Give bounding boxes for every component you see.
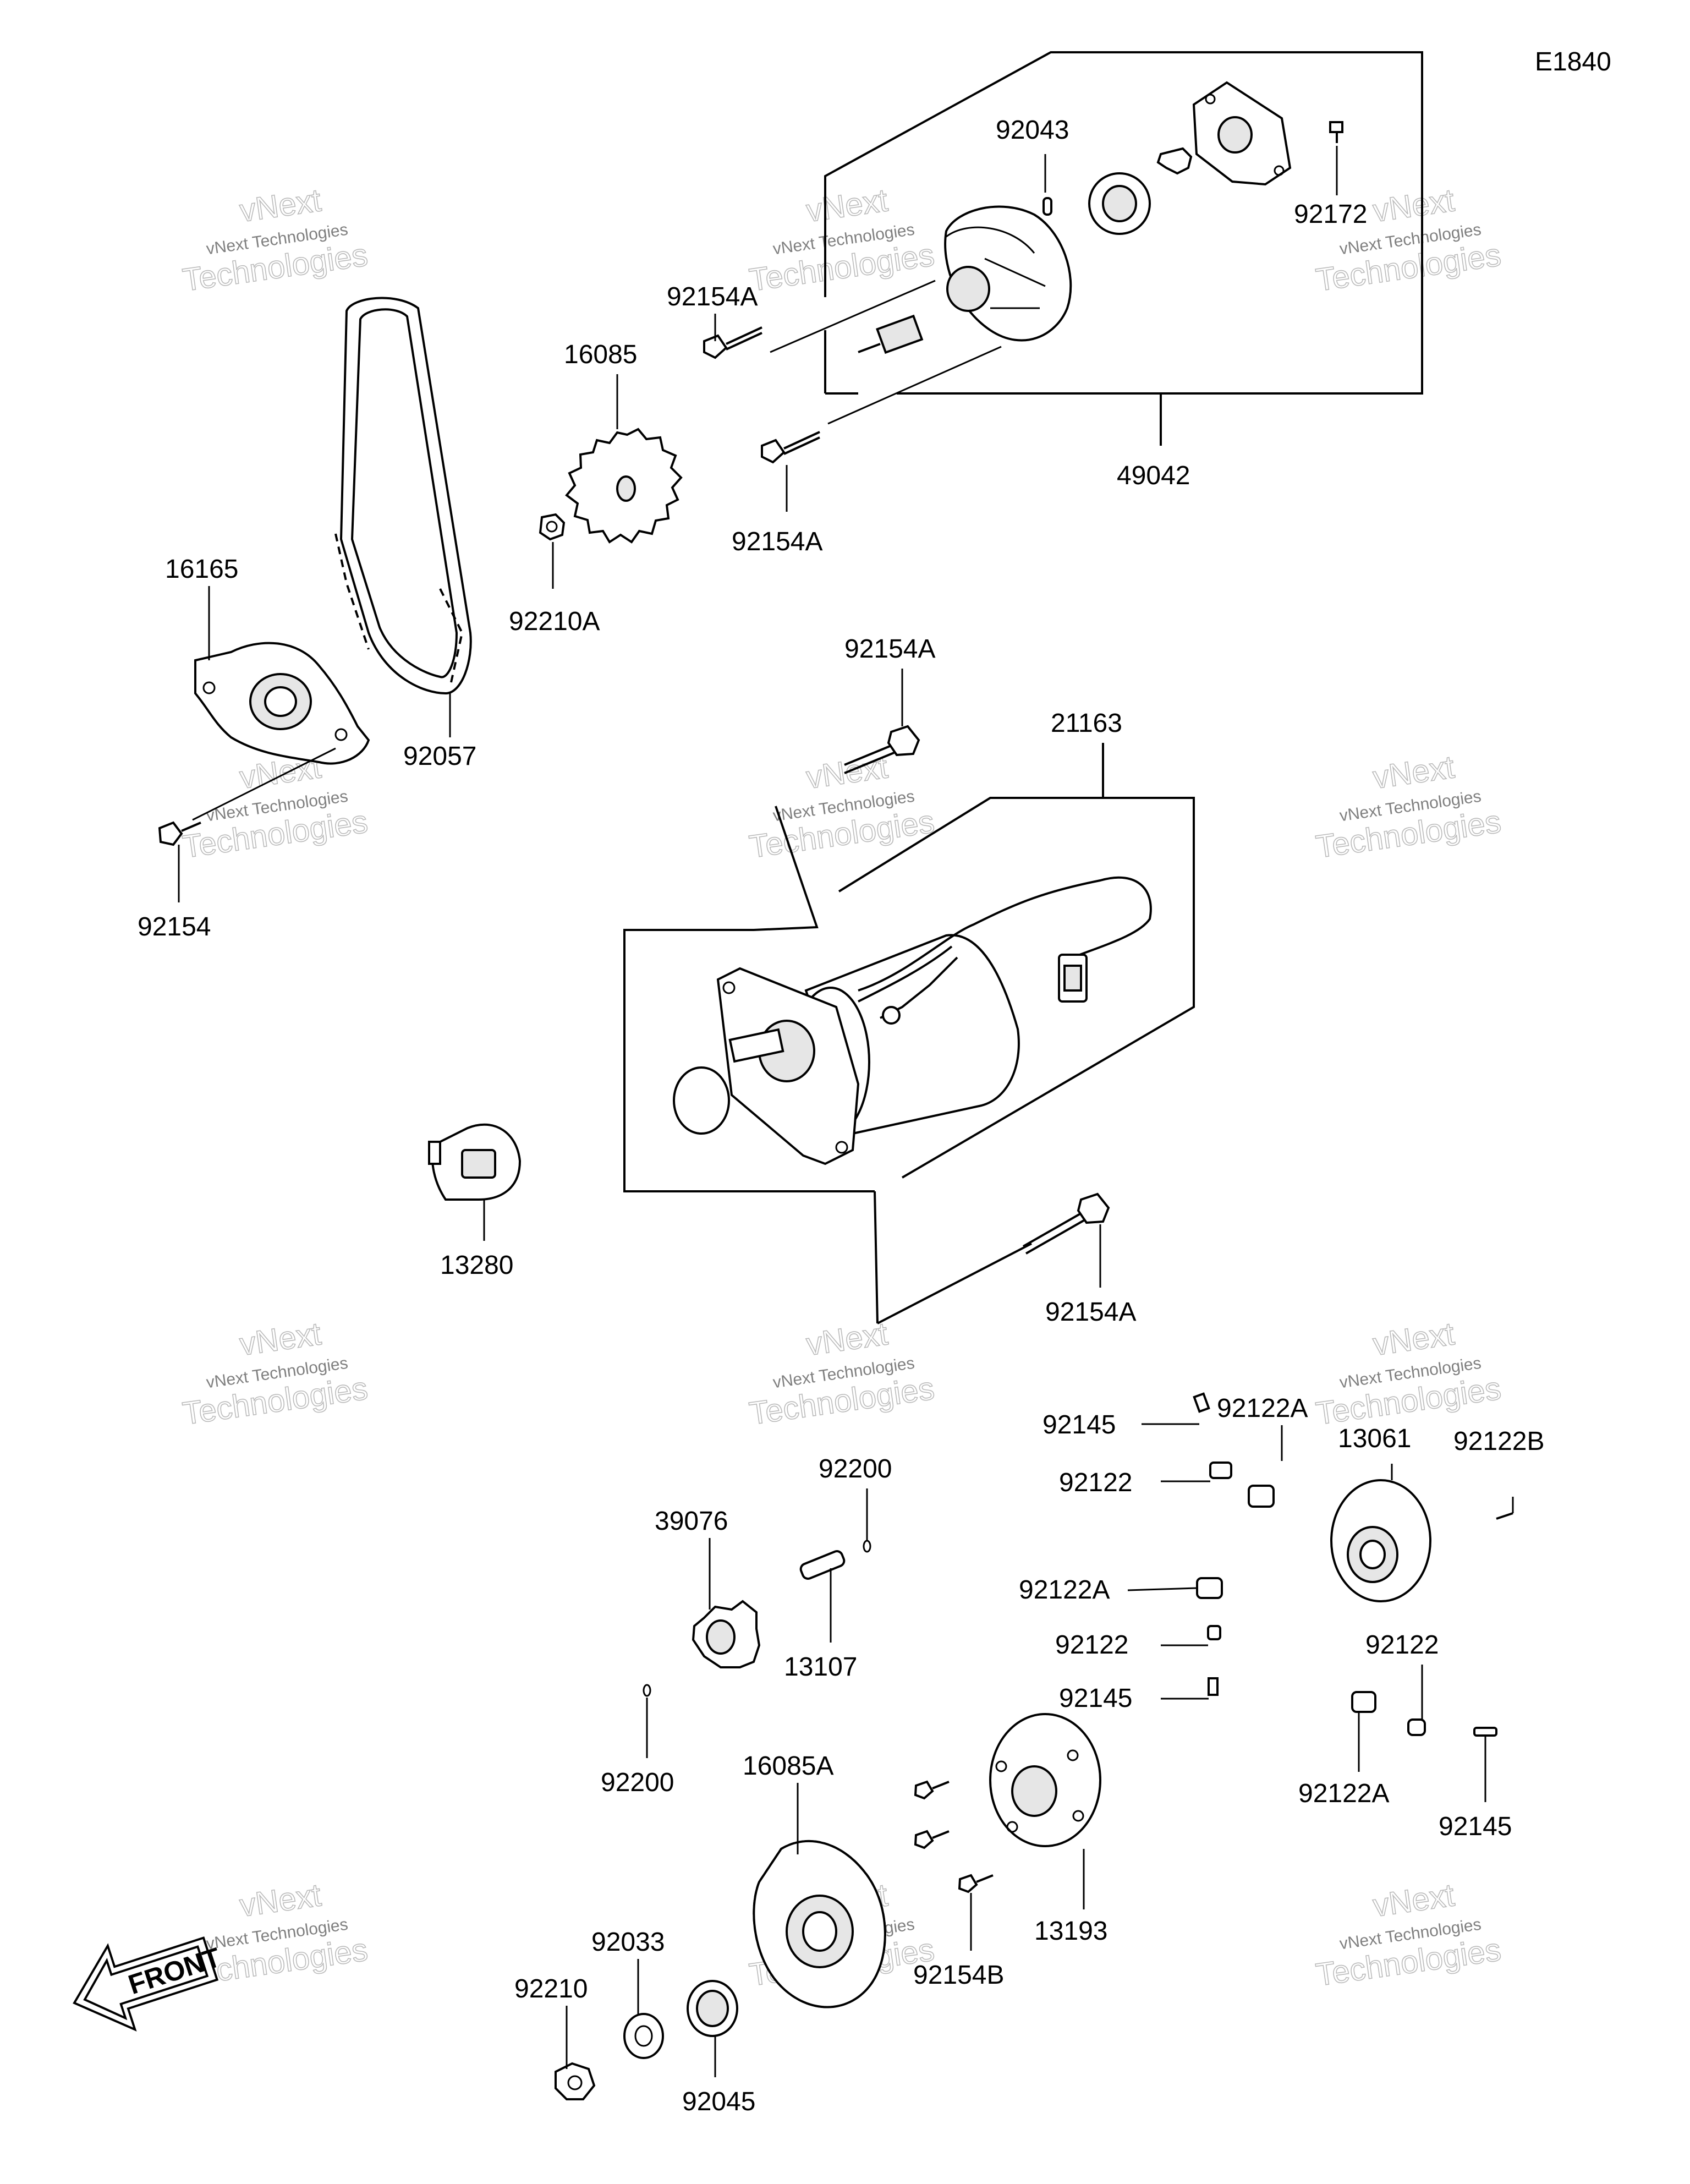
svg-text:vNext: vNext xyxy=(238,1316,323,1362)
idler-shaft-13107 xyxy=(799,1550,846,1580)
watermark-8: vNext vNext Technologies Technologies xyxy=(747,1315,937,1432)
o-ring xyxy=(673,1066,730,1135)
callout-92122A-top: 92122A xyxy=(1217,1394,1308,1423)
leader-shaft xyxy=(770,280,936,353)
callout-92154A-starter-bottom: 92154A xyxy=(1045,1298,1137,1327)
dowel-pin-92043 xyxy=(1042,197,1052,216)
callout-92145-top: 92145 xyxy=(1042,1410,1116,1439)
watermark-2: vNext vNext Technologies Technologies xyxy=(747,182,937,298)
callout-13280: 13280 xyxy=(440,1251,513,1280)
watermark-9: vNext vNext Technologies Technologies xyxy=(1313,1315,1504,1432)
relay-13280 xyxy=(428,1123,522,1201)
pump-housing xyxy=(944,205,1072,342)
rollers-and-springs xyxy=(1193,1392,1513,1737)
callout-92154B: 92154B xyxy=(913,1961,1005,1990)
callout-16085: 16085 xyxy=(564,340,637,369)
callout-16165: 16165 xyxy=(165,555,238,584)
bolt-92154A-starter-top xyxy=(844,725,920,774)
starter-cable xyxy=(858,876,1152,1025)
circlip-92200-top xyxy=(863,1540,871,1553)
pump-shaft xyxy=(858,314,924,354)
callout-92154A-pump-mid: 92154A xyxy=(732,527,823,556)
svg-text:vNext: vNext xyxy=(238,182,323,229)
nut-92210 xyxy=(555,2062,596,2100)
callout-13061: 13061 xyxy=(1338,1424,1411,1453)
sprocket-16085 xyxy=(565,428,683,544)
callout-92210A: 92210A xyxy=(509,607,600,636)
callout-92122-top: 92122 xyxy=(1059,1468,1132,1497)
bolt-92154A-mid xyxy=(761,431,820,464)
callout-92122A-bottom: 92122A xyxy=(1298,1779,1390,1808)
callout-92043: 92043 xyxy=(996,116,1069,145)
callout-92122-right: 92122 xyxy=(1365,1630,1439,1660)
callout-13193: 13193 xyxy=(1034,1917,1107,1946)
watermark-7: vNext vNext Technologies Technologies xyxy=(180,1315,370,1432)
callout-92200-top: 92200 xyxy=(819,1454,892,1484)
pump-inner-rotor xyxy=(1156,147,1193,175)
starter-frame-21163 xyxy=(623,743,1195,1324)
callout-92045: 92045 xyxy=(682,2087,755,2116)
callout-92210: 92210 xyxy=(514,1974,588,2004)
bolts-92154B xyxy=(914,1780,994,1893)
bolt-92154A-top xyxy=(703,326,762,359)
nut-92210A xyxy=(539,513,566,541)
pump-cover xyxy=(1192,81,1292,186)
callout-92154A-pump-top: 92154A xyxy=(667,282,758,311)
callout-92122B: 92122B xyxy=(1453,1427,1545,1456)
svg-text:vNext: vNext xyxy=(1371,1316,1457,1362)
watermark-6: vNext vNext Technologies Technologies xyxy=(1313,748,1504,865)
callout-labels: 92043 92172 92154A 49042 16085 92154A 16… xyxy=(138,116,1545,2116)
chain-92057 xyxy=(334,297,472,695)
callout-92145-bottom: 92145 xyxy=(1439,1812,1512,1841)
bearing-92045 xyxy=(687,1980,738,2037)
pump-outer-rotor xyxy=(1088,172,1151,235)
leader-bolt-lower xyxy=(827,346,1002,425)
screw-92172 xyxy=(1329,121,1343,143)
starter-gear-16085A xyxy=(753,1840,886,2008)
bolt-92154 xyxy=(158,821,201,846)
washer-92033 xyxy=(623,2013,664,2059)
circlip-92200-left xyxy=(643,1684,651,1697)
callout-92154: 92154 xyxy=(138,912,211,942)
watermark-12: vNext vNext Technologies Technologies xyxy=(1313,1876,1504,1993)
assembly-frame-49042 xyxy=(824,51,1423,446)
diagram-code: E1840 xyxy=(1535,47,1611,76)
callout-16085A: 16085A xyxy=(743,1751,834,1781)
callout-92033: 92033 xyxy=(591,1928,665,1957)
callout-21163: 21163 xyxy=(1051,709,1122,738)
callout-92200-left: 92200 xyxy=(601,1768,674,1797)
starter-clutch-13193 xyxy=(989,1713,1101,1847)
callout-13107: 13107 xyxy=(784,1652,857,1682)
watermark-3: vNext vNext Technologies Technologies xyxy=(1313,182,1504,298)
callout-92122A-mid: 92122A xyxy=(1019,1575,1110,1605)
watermark-5: vNext vNext Technologies Technologies xyxy=(747,748,937,865)
idler-gear-39076 xyxy=(692,1600,761,1668)
svg-text:vNext: vNext xyxy=(238,1877,323,1924)
callout-92122-mid: 92122 xyxy=(1055,1630,1128,1660)
callout-92172: 92172 xyxy=(1294,200,1367,229)
callout-49042: 49042 xyxy=(1117,461,1190,490)
callout-92057: 92057 xyxy=(403,742,476,771)
leader-lines xyxy=(178,146,1514,2077)
watermark-1: vNext vNext Technologies Technologies xyxy=(180,182,370,298)
front-arrow-icon: FRONT xyxy=(73,1936,224,2032)
chain-guide-16165 xyxy=(194,642,370,765)
svg-text:vNext: vNext xyxy=(1371,749,1457,796)
callout-92154A-starter-top: 92154A xyxy=(844,634,936,664)
callout-92145-mid: 92145 xyxy=(1059,1684,1132,1713)
svg-text:vNext: vNext xyxy=(804,182,890,229)
callout-39076: 39076 xyxy=(655,1507,728,1536)
svg-text:vNext: vNext xyxy=(1371,1877,1457,1924)
starter-motor-body xyxy=(716,934,1020,1165)
svg-text:vNext: vNext xyxy=(1371,182,1457,229)
leader-chain-guide-bolt xyxy=(192,747,336,821)
bolt-92154A-starter-bottom xyxy=(1023,1192,1110,1255)
one-way-clutch-13061 xyxy=(1330,1479,1431,1602)
